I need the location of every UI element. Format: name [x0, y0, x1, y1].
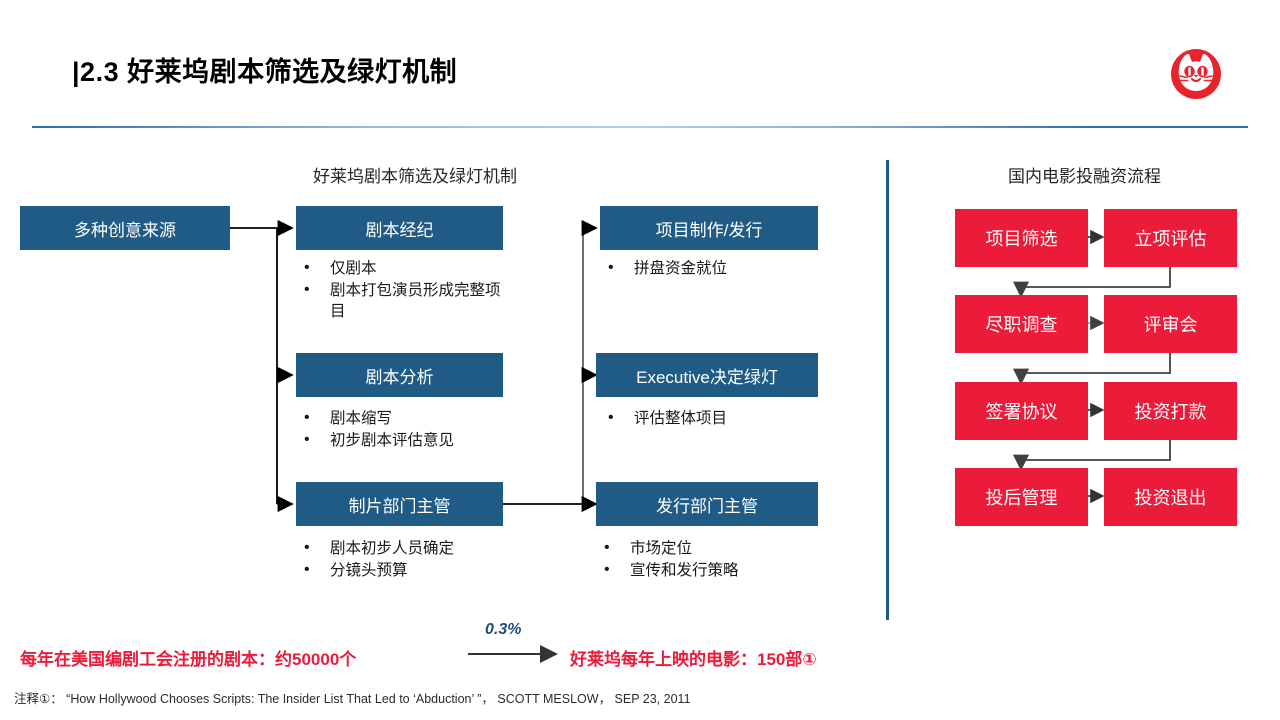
left-flowchart-title: 好莱坞剧本筛选及绿灯机制 [313, 167, 517, 186]
finance-step-7[interactable]: 投后管理 [955, 468, 1088, 526]
flow-box-production-head[interactable]: 制片部门主管 [296, 482, 503, 526]
flow-bullets-executive-greenlight: 评估整体项目 [600, 407, 825, 430]
flow-bullets-production-release: 拼盘资金就位 [600, 257, 825, 280]
footnote-text: 注释①： “How Hollywood Chooses Scripts: The… [14, 692, 691, 706]
list-item: 剧本初步人员确定 [296, 537, 526, 559]
list-item: 分镜头预算 [296, 559, 526, 581]
list-item: 初步剧本评估意见 [296, 429, 526, 451]
list-item: 市场定位 [596, 537, 826, 559]
title-divider-rule [32, 126, 1248, 128]
finance-step-5[interactable]: 签署协议 [955, 382, 1088, 440]
page-title: |2.3 好莱坞剧本筛选及绿灯机制 [72, 57, 458, 87]
list-item: 剧本缩写 [296, 407, 526, 429]
flow-box-distribution-head[interactable]: 发行部门主管 [596, 482, 818, 526]
panel-divider [886, 160, 889, 620]
flow-box-source[interactable]: 多种创意来源 [20, 206, 230, 250]
flow-box-script-analysis[interactable]: 剧本分析 [296, 353, 503, 397]
flow-bullets-script-analysis: 剧本缩写 初步剧本评估意见 [296, 407, 526, 452]
flow-bullets-distribution-head: 市场定位 宣传和发行策略 [596, 537, 826, 582]
list-item: 宣传和发行策略 [596, 559, 826, 581]
list-item: 评估整体项目 [600, 407, 825, 429]
list-item: 拼盘资金就位 [600, 257, 825, 279]
flow-box-script-agent[interactable]: 剧本经纪 [296, 206, 503, 250]
summary-conversion-rate: 0.3% [485, 621, 522, 638]
flow-box-production-release[interactable]: 项目制作/发行 [600, 206, 818, 250]
flow-box-executive-greenlight[interactable]: Executive决定绿灯 [596, 353, 818, 397]
flow-bullets-production-head: 剧本初步人员确定 分镜头预算 [296, 537, 526, 582]
summary-films-released: 好莱坞每年上映的电影：150部① [570, 650, 817, 669]
finance-step-3[interactable]: 尽职调查 [955, 295, 1088, 353]
finance-step-6[interactable]: 投资打款 [1104, 382, 1237, 440]
right-flowchart-title: 国内电影投融资流程 [1008, 167, 1161, 186]
list-item: 仅剧本 [296, 257, 511, 279]
summary-scripts-registered: 每年在美国编剧工会注册的剧本：约50000个 [20, 650, 357, 669]
finance-step-1[interactable]: 项目筛选 [955, 209, 1088, 267]
finance-step-2[interactable]: 立项评估 [1104, 209, 1237, 267]
flow-bullets-script-agent: 仅剧本 剧本打包演员形成完整项目 [296, 257, 511, 323]
finance-step-8[interactable]: 投资退出 [1104, 468, 1237, 526]
finance-step-4[interactable]: 评审会 [1104, 295, 1237, 353]
list-item: 剧本打包演员形成完整项目 [296, 279, 511, 322]
maoyan-cat-logo-icon [1168, 46, 1224, 102]
